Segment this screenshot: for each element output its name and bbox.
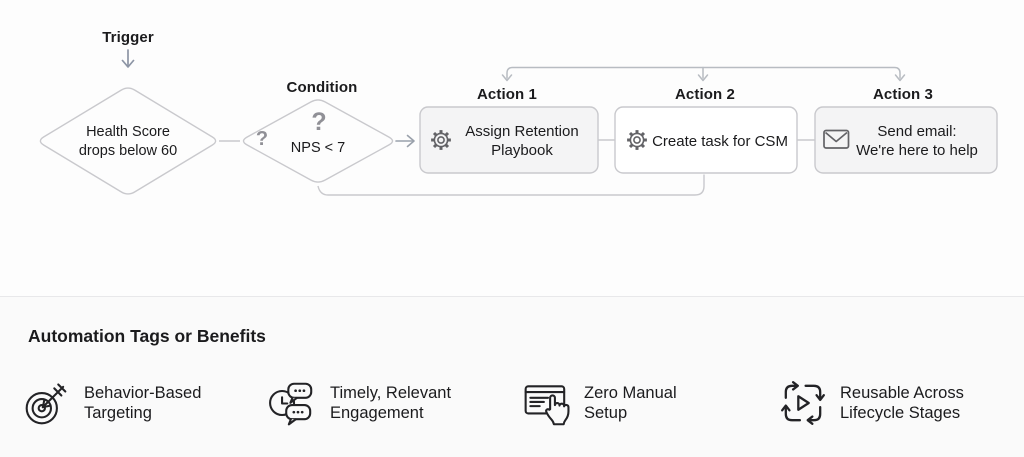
trigger-down-arrow-icon	[121, 49, 135, 68]
connector-loop-bottom	[317, 174, 705, 196]
top-bracket-connector	[501, 66, 906, 82]
action3-line2: We're here to help	[856, 142, 978, 159]
benefit-line1: Behavior-Based	[84, 383, 202, 402]
gear-icon	[627, 130, 647, 150]
envelope-icon	[823, 129, 850, 149]
benefit-item-behavior-based-targeting: Behavior-Based Targeting	[22, 378, 201, 428]
trigger-diamond-line1: Health Score	[86, 124, 170, 140]
action1-line1: Assign Retention	[465, 123, 579, 140]
action2-label: Action 2	[675, 86, 735, 103]
question-mark-icon: ?	[311, 108, 327, 136]
condition-diamond-text: NPS < 7	[290, 140, 346, 156]
benefits-section	[0, 296, 1024, 457]
action2-line1: Create task for CSM	[652, 133, 788, 150]
window-hand-icon	[524, 385, 570, 426]
action2-text: Create task for CSM	[650, 132, 790, 151]
trigger-diamond-text: Health Score drops below 60	[48, 123, 208, 161]
question-mark-icon: ?	[255, 128, 269, 150]
benefit-item-reusable-lifecycle: Reusable Across Lifecycle Stages	[778, 378, 964, 428]
benefit-label: Reusable Across Lifecycle Stages	[840, 383, 964, 424]
action1-line2: Playbook	[491, 142, 553, 159]
benefit-item-timely-engagement: Timely, Relevant Engagement	[268, 378, 451, 428]
action3-line1: Send email:	[877, 123, 957, 140]
target-icon	[25, 383, 67, 425]
action3-label: Action 3	[873, 86, 933, 103]
arrow-condition-to-action1	[395, 134, 415, 148]
gear-icon	[431, 130, 451, 150]
trigger-diamond-line2: drops below 60	[78, 143, 178, 159]
action3-text: Send email: We're here to help	[850, 122, 984, 160]
benefit-item-zero-manual-setup: Zero Manual Setup	[522, 378, 677, 428]
benefit-line2: Setup	[584, 404, 628, 422]
loop-play-icon	[781, 381, 825, 425]
benefit-line1: Zero Manual	[584, 383, 677, 402]
action1-label: Action 1	[477, 86, 537, 103]
benefits-heading: Automation Tags or Benefits	[28, 326, 266, 346]
benefit-line2: Lifecycle Stages	[840, 404, 961, 422]
action1-text: Assign Retention Playbook	[454, 122, 590, 160]
benefit-line1: Reusable Across	[840, 383, 964, 402]
flowchart-section: Trigger Health Score drops below 60 Cond…	[39, 29, 998, 196]
benefit-line2: Engagement	[330, 404, 424, 422]
chat-clock-icon	[269, 382, 313, 426]
benefit-label: Timely, Relevant Engagement	[330, 383, 451, 424]
trigger-diamond-shape	[39, 87, 217, 195]
flowchart-graphics	[39, 49, 998, 196]
benefit-label: Zero Manual Setup	[584, 383, 677, 424]
condition-diamond-shape	[242, 99, 394, 183]
condition-label: Condition	[286, 79, 358, 96]
benefit-line2: Targeting	[84, 404, 152, 422]
benefit-label: Behavior-Based Targeting	[84, 383, 201, 424]
trigger-label: Trigger	[102, 29, 154, 46]
benefit-line1: Timely, Relevant	[330, 383, 452, 402]
